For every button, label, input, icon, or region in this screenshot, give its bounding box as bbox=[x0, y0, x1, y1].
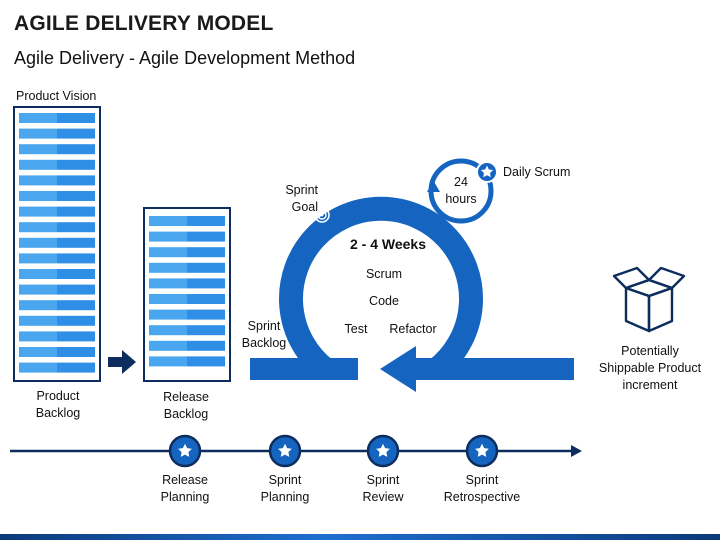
timeline-arrowhead bbox=[571, 445, 582, 457]
product-backlog-stripe bbox=[57, 113, 95, 123]
product-backlog-stripe bbox=[19, 269, 57, 279]
product-backlog-stripe bbox=[57, 300, 95, 311]
scrum-label: Scrum bbox=[365, 267, 403, 281]
release-backlog-stripe bbox=[149, 294, 187, 304]
release-backlog-stripe bbox=[187, 262, 225, 273]
release-backlog-stripe bbox=[187, 216, 225, 226]
product-backlog-stripe bbox=[57, 347, 95, 357]
loop-arrowhead bbox=[380, 346, 416, 392]
release-backlog-stripes bbox=[149, 216, 225, 367]
star-icon bbox=[268, 434, 302, 468]
product-backlog-stripe bbox=[57, 331, 95, 342]
product-backlog-stripe bbox=[19, 362, 57, 373]
star-icon bbox=[168, 434, 202, 468]
product-backlog-stripe bbox=[19, 347, 57, 357]
product-backlog-stripe bbox=[57, 269, 95, 279]
product-backlog-stripe bbox=[57, 315, 95, 326]
product-backlog-stripe bbox=[57, 222, 95, 233]
product-backlog-stripe bbox=[19, 128, 57, 139]
product-backlog-stripe bbox=[57, 175, 95, 186]
product-backlog-stripe bbox=[19, 191, 57, 201]
daily-scrum-arrowhead bbox=[427, 180, 440, 192]
release-backlog-stripe bbox=[149, 356, 187, 367]
product-backlog-stripe bbox=[57, 237, 95, 248]
sprint-duration: 2 - 4 Weeks bbox=[349, 236, 426, 252]
product-backlog-stripe bbox=[57, 206, 95, 217]
box-icon bbox=[612, 266, 686, 333]
release-backlog-stripe bbox=[149, 340, 187, 351]
product-backlog-stripe bbox=[57, 191, 95, 201]
star-icon bbox=[366, 434, 400, 468]
target-icon bbox=[314, 206, 331, 223]
product-backlog-stripe bbox=[19, 144, 57, 155]
release-backlog-stripe bbox=[187, 325, 225, 336]
page-title: AGILE DELIVERY MODEL bbox=[14, 12, 274, 35]
page-subtitle: Agile Delivery - Agile Development Metho… bbox=[14, 48, 356, 68]
product-backlog-stripe bbox=[19, 222, 57, 233]
product-backlog-stripe bbox=[19, 237, 57, 248]
footer-bar bbox=[0, 534, 720, 540]
product-vision-label: Product Vision bbox=[16, 89, 97, 103]
release-backlog-stripe bbox=[149, 278, 187, 289]
release-backlog-stripe bbox=[149, 262, 187, 273]
release-backlog-stripe bbox=[149, 216, 187, 226]
test-label: Test bbox=[344, 322, 368, 336]
release-backlog-stripe bbox=[187, 309, 225, 320]
timeline-markers bbox=[168, 434, 499, 468]
release-backlog-stripe bbox=[187, 247, 225, 258]
code-label: Code bbox=[369, 294, 399, 308]
product-backlog-stripe bbox=[57, 144, 95, 155]
product-backlog-stripe bbox=[57, 159, 95, 170]
release-backlog-stripe bbox=[149, 247, 187, 258]
product-backlog-stripes bbox=[19, 113, 95, 373]
release-backlog-stripe bbox=[149, 325, 187, 336]
release-backlog-stripe bbox=[187, 231, 225, 242]
product-backlog-stripe bbox=[19, 315, 57, 326]
product-backlog-stripe bbox=[19, 175, 57, 186]
product-backlog-stripe bbox=[19, 253, 57, 264]
sprint-loop bbox=[250, 196, 574, 392]
release-backlog-stripe bbox=[187, 294, 225, 304]
release-backlog-stripe bbox=[187, 340, 225, 351]
product-backlog-stripe bbox=[57, 128, 95, 139]
release-backlog-stripe bbox=[187, 356, 225, 367]
release-backlog-stripe bbox=[149, 309, 187, 320]
star-icon bbox=[465, 434, 499, 468]
release-backlog-stripe bbox=[149, 231, 187, 242]
product-backlog-stripe bbox=[19, 159, 57, 170]
product-backlog-stripe bbox=[19, 331, 57, 342]
refactor-label: Refactor bbox=[389, 322, 437, 336]
daily-scrum-star-icon bbox=[476, 161, 498, 183]
product-backlog-stripe bbox=[19, 300, 57, 311]
product-backlog-stripe bbox=[57, 284, 95, 295]
product-backlog-stripe bbox=[19, 206, 57, 217]
daily-scrum-label: Daily Scrum bbox=[503, 165, 571, 179]
product-backlog-stripe bbox=[57, 253, 95, 264]
product-backlog-stripe bbox=[19, 113, 57, 123]
release-backlog-stripe bbox=[187, 278, 225, 289]
arrow-right-icon bbox=[108, 350, 136, 374]
product-backlog-stripe bbox=[57, 362, 95, 373]
product-backlog-stripe bbox=[19, 284, 57, 295]
